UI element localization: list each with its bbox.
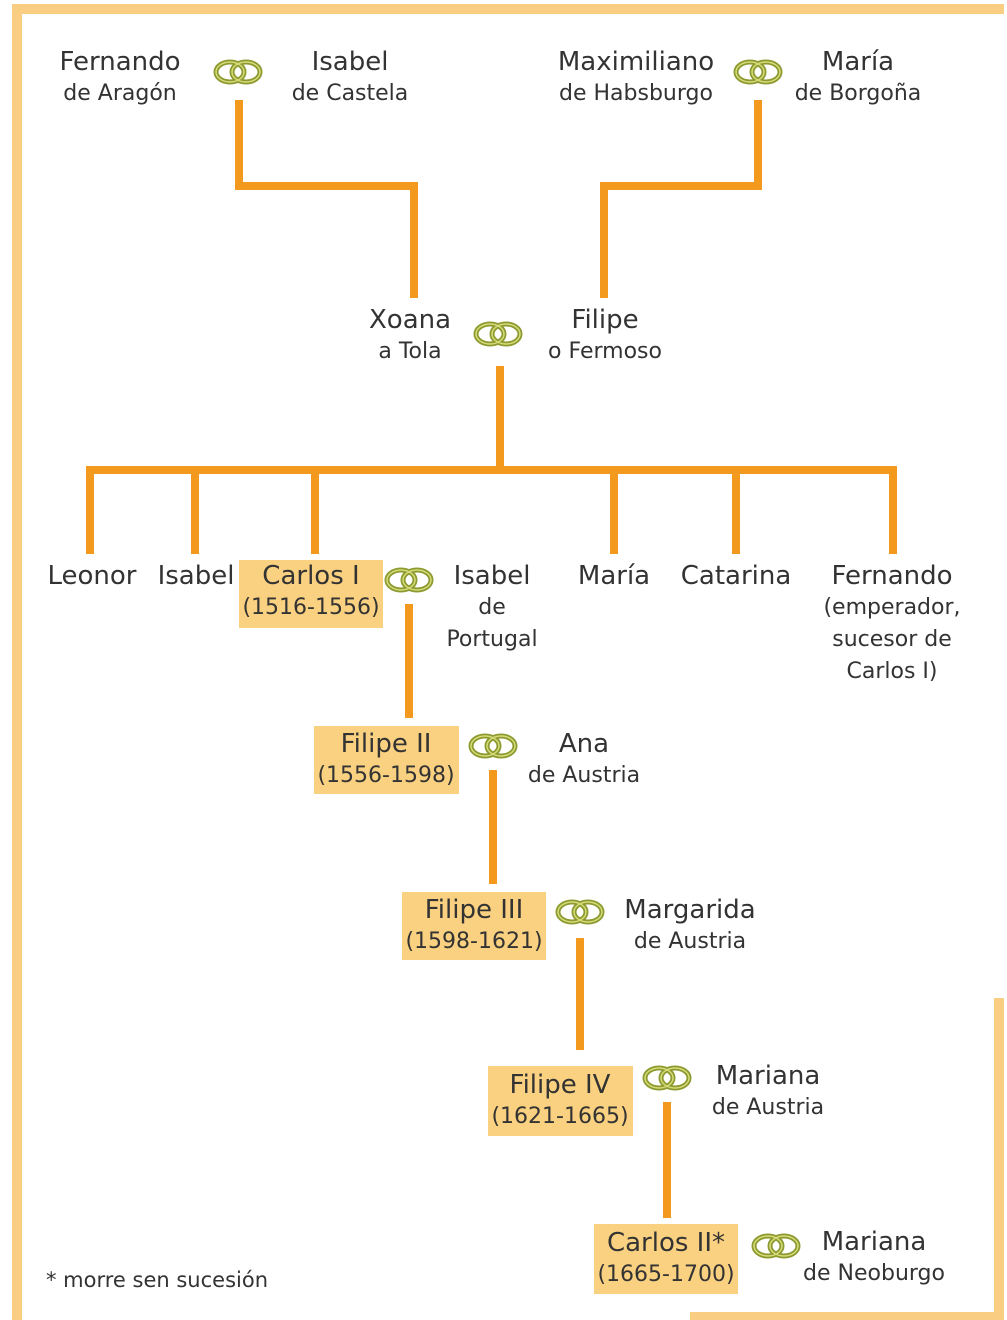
frame-right-border [994, 998, 1004, 1320]
person-filipe-ii: Filipe II(1556-1598) [317, 729, 455, 788]
connector-line [405, 604, 413, 718]
connector-line [600, 182, 608, 298]
marriage-rings-icon [640, 1063, 694, 1093]
reign-highlight-filipe-ii [314, 726, 459, 794]
marriage-rings-icon [382, 565, 436, 595]
person-catarina: Catarina [680, 561, 792, 591]
person-carlos-ii: Carlos II*(1665-1700) [597, 1228, 735, 1287]
frame-top-border [12, 4, 1004, 14]
frame-bottom-border [690, 1312, 1004, 1320]
connector-line [576, 938, 584, 1050]
marriage-rings-icon [211, 57, 265, 87]
connector-line [889, 466, 897, 554]
marriage-rings-icon [466, 731, 520, 761]
connector-line [663, 1102, 671, 1218]
connector-line [86, 466, 897, 474]
connector-line [600, 182, 762, 190]
connector-line [191, 466, 199, 554]
person-filipe-iv: Filipe IV(1621-1665) [491, 1070, 629, 1129]
connector-line [754, 100, 762, 190]
frame-left-border [12, 4, 22, 1320]
person-isabel: Isabel [157, 561, 235, 591]
connector-line [235, 100, 243, 190]
marriage-rings-icon [471, 319, 525, 349]
reign-highlight-carlos-i [239, 560, 383, 628]
reign-highlight-carlos-ii [594, 1224, 738, 1294]
reign-highlight-filipe-iv [488, 1066, 633, 1136]
connector-line [489, 770, 497, 884]
marriage-rings-icon [731, 57, 785, 87]
connector-line [311, 466, 319, 554]
connector-line [235, 182, 418, 190]
connector-line [610, 466, 618, 554]
person-maria: María [577, 561, 651, 591]
connector-line [496, 366, 504, 474]
connector-line [732, 466, 740, 554]
person-filipe-iii: Filipe III(1598-1621) [405, 895, 543, 954]
footnote: * morre sen sucesión [46, 1268, 269, 1292]
reign-highlight-filipe-iii [402, 892, 546, 960]
person-leonor: Leonor [47, 561, 137, 591]
marriage-rings-icon [749, 1231, 803, 1261]
marriage-rings-icon [553, 897, 607, 927]
person-carlos-i: Carlos I(1516-1556) [242, 561, 380, 620]
connector-line [86, 466, 94, 554]
connector-line [410, 182, 418, 298]
